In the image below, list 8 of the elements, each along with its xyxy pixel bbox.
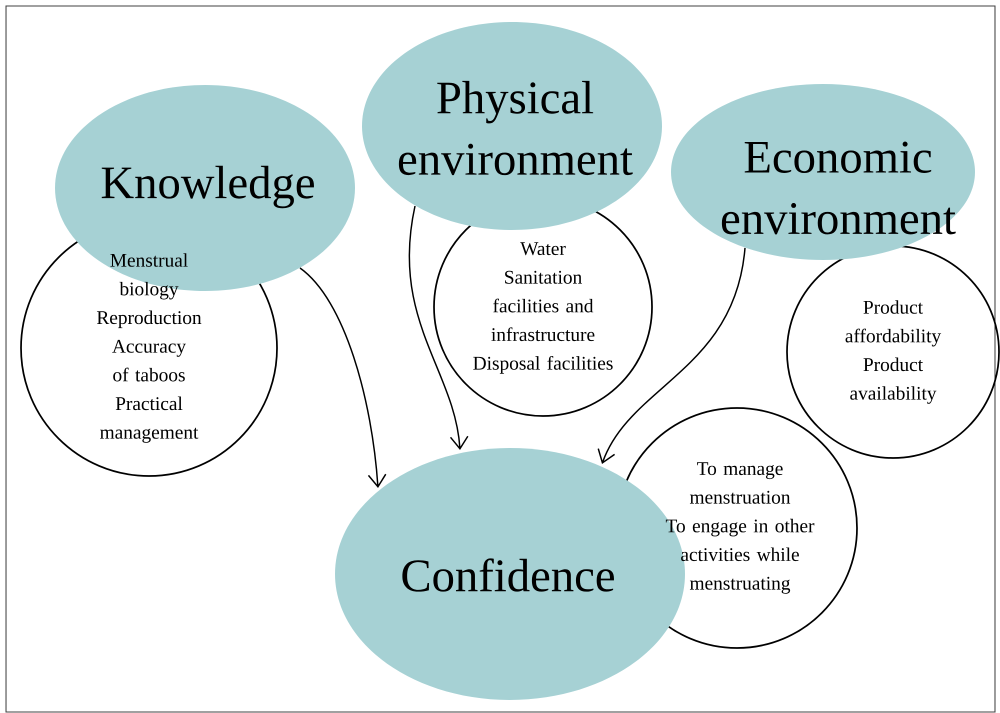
heading-blob: Physical environment [362, 22, 662, 230]
item-list: Water Sanitation facilities and infrastructure Disposal facilities [473, 242, 613, 374]
arrow [300, 267, 386, 488]
arrow [598, 248, 746, 464]
heading-blob: Economic environment [671, 84, 975, 260]
item-list: Menstrual biology Reproduction Accuracy of taboos Practical management [96, 253, 202, 443]
item-list: Product affordability Product availability [846, 300, 942, 404]
arrow [408, 206, 468, 450]
